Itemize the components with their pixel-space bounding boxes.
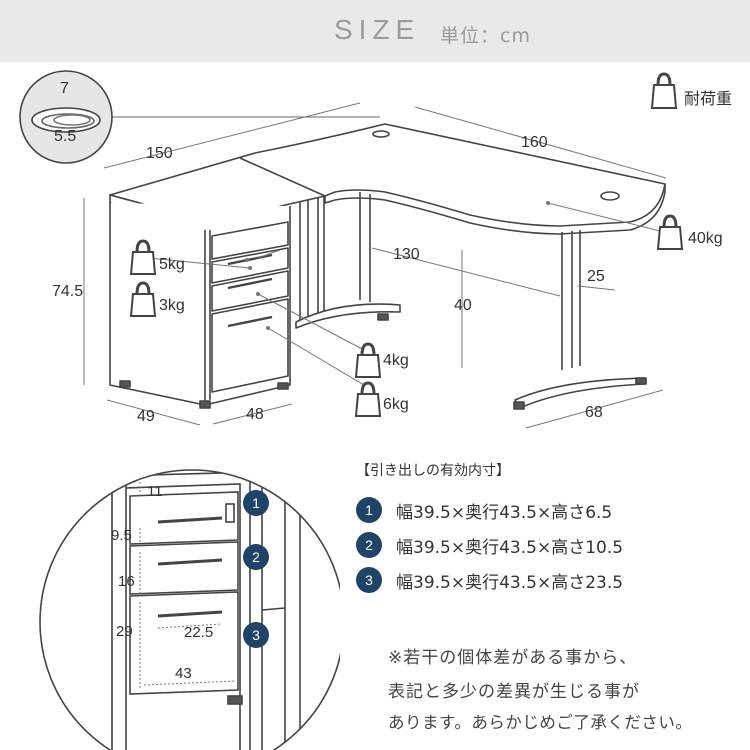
- weight-shelf-icon: [130, 239, 156, 275]
- spec-text-2: 幅39.5×奥行43.5×高さ10.5: [396, 537, 624, 558]
- drawer-spec-row-1: 1 幅39.5×奥行43.5×高さ6.5: [356, 495, 612, 525]
- detail-handle: 22.5: [184, 624, 214, 641]
- weight-drawer3-icon: [355, 381, 381, 417]
- drawer-spec-heading: 【引き出しの有効内寸】: [356, 463, 510, 479]
- detail-badge-2: 2: [243, 544, 269, 570]
- height-label: 74.5: [52, 283, 84, 300]
- note-line-2: 表記と多少の差異が生じる事が: [388, 682, 640, 702]
- desk-illustration: [19, 70, 667, 429]
- left-width-label: 150: [146, 145, 173, 162]
- right-base-label: 68: [585, 404, 603, 421]
- load-drawer1-label: 3kg: [159, 297, 185, 314]
- weight-drawer1-icon: [130, 281, 156, 317]
- right-depth-label: 40: [454, 297, 472, 314]
- spec-badge-1: 1: [356, 497, 382, 523]
- weight-legend-icon: [651, 72, 677, 109]
- unit-label: 単位：cm: [440, 25, 531, 47]
- grommet-width-label: 7: [60, 80, 69, 97]
- detail-d1: 11: [147, 483, 163, 500]
- leg-width-label: 25: [587, 268, 605, 285]
- drawer-spec-row-2: 2 幅39.5×奥行43.5×高さ10.5: [356, 530, 623, 560]
- desk-top: [109, 123, 666, 227]
- detail-d3: 16: [118, 573, 135, 590]
- load-drawer2-label: 4kg: [383, 352, 409, 369]
- load-drawer3-label: 6kg: [383, 396, 409, 413]
- right-width-label: 160: [521, 134, 548, 151]
- load-desk-label: 40kg: [688, 230, 723, 247]
- detail-d2: 9.5: [111, 527, 132, 544]
- spec-text-1: 幅39.5×奥行43.5×高さ6.5: [396, 502, 613, 523]
- weight-desk-icon: [657, 214, 683, 250]
- load-shelf-label: 5kg: [159, 256, 185, 273]
- cabinet-width-label: 48: [246, 406, 264, 423]
- page-title: SIZE: [334, 14, 421, 45]
- note-line-1: ※若干の個体差がある事から、: [388, 648, 638, 668]
- detail-badge-3: 3: [243, 622, 269, 648]
- detail-inner-w: 43: [175, 665, 192, 682]
- drawer-spec-row-3: 3 幅39.5×奥行43.5×高さ23.5: [356, 565, 623, 595]
- header-bar: SIZE 単位：cm: [0, 0, 750, 62]
- legend-label: 耐荷重: [684, 91, 733, 108]
- drawer-detail-circle: [39, 469, 340, 750]
- inner-depth-label: 130: [393, 246, 420, 263]
- spec-badge-2: 2: [356, 532, 382, 558]
- grommet-height-label: 5.5: [54, 128, 77, 145]
- base-depth-label: 49: [137, 408, 155, 425]
- spec-badge-3: 3: [356, 567, 382, 593]
- detail-d4: 29: [116, 623, 133, 640]
- weight-drawer2-icon: [355, 342, 381, 378]
- note-line-3: あります。あらかじめご了承ください。: [388, 713, 693, 732]
- detail-badge-1: 1: [243, 490, 269, 516]
- spec-text-3: 幅39.5×奥行43.5×高さ23.5: [396, 572, 624, 593]
